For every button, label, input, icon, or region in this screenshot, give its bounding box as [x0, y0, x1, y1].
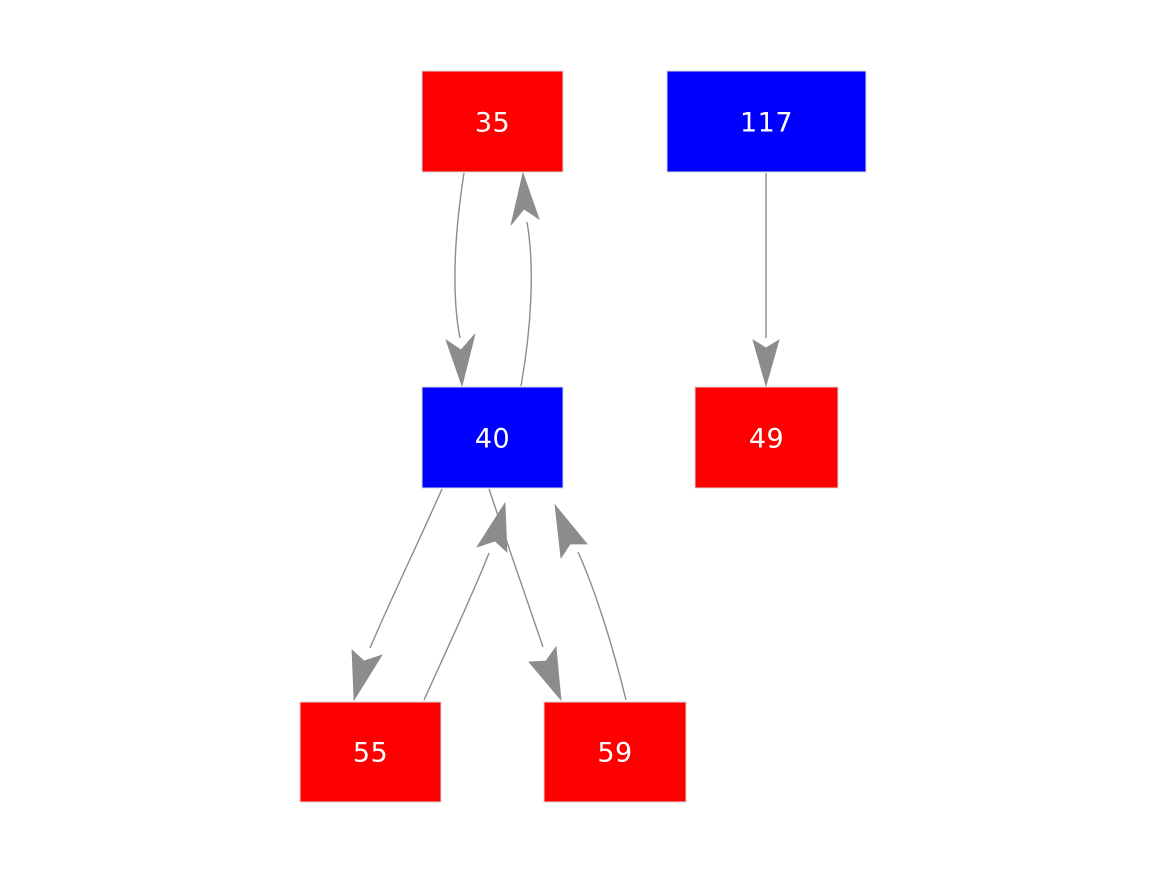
node-59[interactable]: 59 [543, 701, 687, 803]
edge-40-to-59-path [488, 488, 544, 648]
node-35[interactable]: 35 [421, 70, 564, 173]
edge-40-to-35[interactable] [510, 171, 540, 387]
edge-40-to-55-arrowhead [351, 649, 383, 702]
node-55-box[interactable] [299, 701, 442, 803]
edge-40-to-35-arrowhead [510, 171, 540, 226]
edge-117-to-49-arrowhead [752, 339, 780, 388]
node-40-box[interactable] [421, 386, 564, 489]
node-55[interactable]: 55 [299, 701, 442, 803]
edge-35-to-40-arrowhead [445, 333, 476, 388]
edge-35-to-40-path [454, 172, 465, 339]
node-layer: 35 117 40 49 55 59 [299, 70, 867, 803]
node-40[interactable]: 40 [421, 386, 564, 489]
edge-40-to-55-path [369, 488, 443, 649]
node-49[interactable]: 49 [694, 386, 839, 489]
node-117-box[interactable] [666, 70, 867, 173]
edge-55-to-40[interactable] [423, 501, 508, 701]
edge-layer [351, 171, 780, 702]
edge-40-to-35-path [520, 221, 532, 387]
edge-40-to-59[interactable] [488, 488, 562, 702]
edge-40-to-59-arrowhead [528, 645, 562, 702]
edge-117-to-49[interactable] [752, 173, 780, 388]
edge-59-to-40-arrowhead [554, 503, 588, 560]
edge-35-to-40[interactable] [445, 172, 476, 388]
node-117[interactable]: 117 [666, 70, 867, 173]
edge-40-to-55[interactable] [351, 488, 443, 702]
edge-55-to-40-arrowhead [476, 501, 508, 553]
node-59-box[interactable] [543, 701, 687, 803]
edge-55-to-40-path [423, 552, 490, 701]
node-35-box[interactable] [421, 70, 564, 173]
edge-59-to-40-path [577, 551, 627, 701]
edge-59-to-40[interactable] [554, 503, 627, 701]
node-49-box[interactable] [694, 386, 839, 489]
